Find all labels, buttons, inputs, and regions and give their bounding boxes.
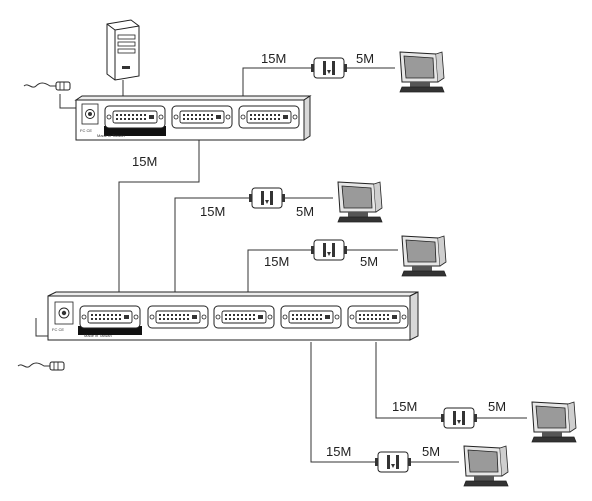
splitter-top: FC CE Made in Taiwan: [74, 95, 312, 141]
monitor-icon: [401, 235, 447, 277]
cable-length-label: 15M: [261, 51, 286, 66]
cable-length-label: 15M: [264, 254, 289, 269]
cable-length-label: 5M: [360, 254, 378, 269]
splitter-bottom: FC CE Made in Taiwan: [47, 291, 419, 341]
repeater-icon: [440, 407, 478, 429]
splitter-top-cert: FC CE: [80, 128, 92, 133]
repeater-icon: [310, 239, 348, 261]
repeater-icon: [374, 451, 412, 473]
cable-length-label: 5M: [422, 444, 440, 459]
splitter-bottom-origin: Made in Taiwan: [84, 333, 112, 338]
computer-tower-icon: [106, 19, 140, 101]
cable-length-label: 15M: [326, 444, 351, 459]
monitor-icon: [463, 445, 509, 487]
cable-length-label: 5M: [356, 51, 374, 66]
monitor-icon: [337, 181, 383, 223]
cable-length-label: 5M: [296, 204, 314, 219]
power-cable-icon: [17, 361, 65, 371]
power-cable-icon: [23, 81, 71, 91]
splitter-top-origin: Made in Taiwan: [97, 133, 125, 138]
cable-length-label: 15M: [132, 154, 157, 169]
monitor-icon: [531, 401, 577, 443]
cable-length-label: 5M: [488, 399, 506, 414]
repeater-icon: [310, 57, 348, 79]
splitter-bottom-cert: FC CE: [52, 327, 64, 332]
monitor-icon: [399, 51, 445, 93]
cables: [59, 67, 527, 463]
cable-length-label: 15M: [200, 204, 225, 219]
repeater-icon: [248, 187, 286, 209]
cable-length-label: 15M: [392, 399, 417, 414]
